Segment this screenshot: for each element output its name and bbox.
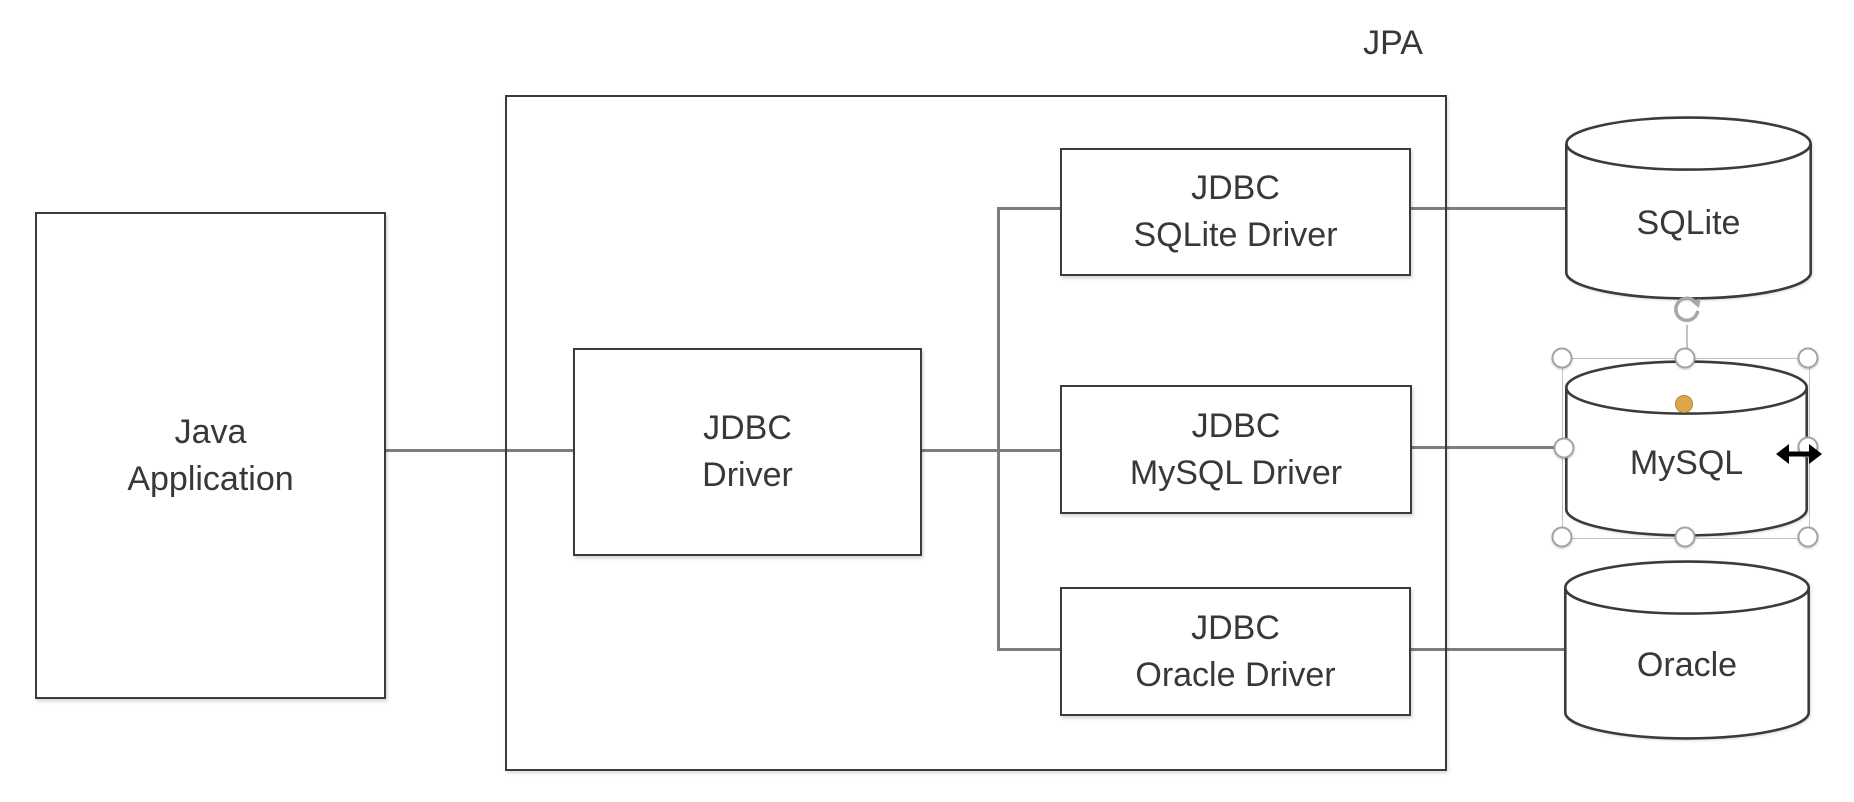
jpa-container-box[interactable] — [505, 95, 1447, 771]
jdbc-driver-label-line1: JDBC — [703, 409, 792, 448]
mysql-database-label: MySQL — [1629, 444, 1744, 482]
jdbc-oracle-driver-box[interactable]: JDBC Oracle Driver — [1060, 587, 1411, 716]
selection-handle-bottom-center[interactable] — [1674, 526, 1696, 548]
java-application-box[interactable]: Java Application — [35, 212, 386, 699]
selection-handle-top-center[interactable] — [1674, 347, 1696, 369]
selection-outline — [1562, 358, 1810, 539]
shape-adjust-handle[interactable] — [1675, 395, 1693, 413]
jdbc-mysql-driver-label-line2: MySQL Driver — [1129, 453, 1343, 492]
selection-handle-top-left[interactable] — [1551, 347, 1573, 369]
connector-mysqldriver-to-mysqldb[interactable] — [1408, 446, 1568, 449]
jdbc-sqlite-driver-label-line1: JDBC — [1191, 169, 1280, 208]
connector-sqlitedriver-to-sqlitedb[interactable] — [1407, 207, 1568, 210]
horizontal-resize-cursor-icon — [1776, 444, 1822, 464]
rotate-handle-stem — [1686, 325, 1688, 358]
connector-javaapp-to-jdbcdriver[interactable] — [382, 449, 573, 452]
jpa-title-label[interactable]: JPA — [1363, 24, 1423, 62]
cylinder-shape-icon — [1564, 560, 1810, 740]
rotate-handle-icon[interactable] — [1669, 289, 1707, 327]
connector-jdbcdriver-to-branch[interactable] — [918, 449, 1063, 452]
connector-oracledriver-to-oracledb[interactable] — [1407, 648, 1567, 651]
jdbc-mysql-driver-label-line1: JDBC — [1191, 406, 1281, 445]
connector-branch-to-oracledriver[interactable] — [997, 648, 1063, 651]
selection-handle-bottom-right[interactable] — [1797, 526, 1819, 548]
sqlite-database-label: SQLite — [1636, 203, 1741, 242]
java-application-label-line2: Application — [127, 459, 294, 498]
java-application-label-line1: Java — [174, 412, 247, 451]
jdbc-driver-box[interactable]: JDBC Driver — [573, 348, 922, 556]
cylinder-shape-icon — [1565, 116, 1812, 300]
oracle-database-cylinder[interactable]: Oracle — [1564, 560, 1810, 740]
jdbc-oracle-driver-label-line2: Oracle Driver — [1135, 655, 1336, 694]
selection-handle-middle-left[interactable] — [1553, 437, 1575, 459]
connector-branch-to-sqlitedriver[interactable] — [997, 207, 1063, 210]
oracle-database-label: Oracle — [1636, 645, 1738, 684]
cylinder-shape-icon — [1565, 360, 1808, 537]
selection-handle-top-right[interactable] — [1797, 347, 1819, 369]
jdbc-driver-label-line2: Driver — [702, 456, 793, 494]
sqlite-database-cylinder[interactable]: SQLite — [1565, 116, 1812, 300]
jdbc-mysql-driver-box[interactable]: JDBC MySQL Driver — [1060, 385, 1412, 514]
jdbc-sqlite-driver-label-line2: SQLite Driver — [1133, 216, 1338, 254]
mysql-database-cylinder[interactable]: MySQL — [1565, 360, 1808, 537]
branch-line[interactable] — [997, 207, 1000, 651]
selection-handle-bottom-left[interactable] — [1551, 526, 1573, 548]
jdbc-oracle-driver-label-line1: JDBC — [1191, 608, 1280, 647]
jdbc-sqlite-driver-box[interactable]: JDBC SQLite Driver — [1060, 148, 1411, 276]
